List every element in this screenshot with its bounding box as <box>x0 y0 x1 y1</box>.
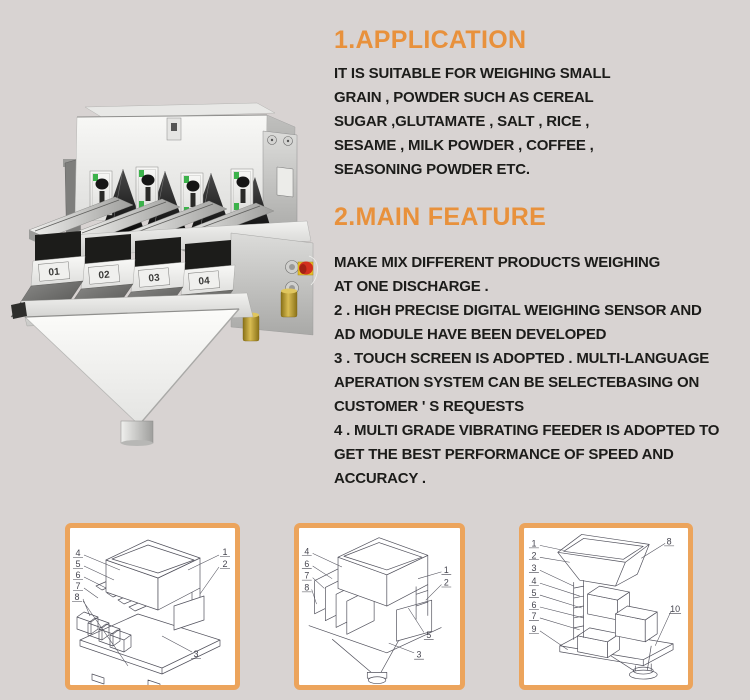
body-line: 4 . MULTI GRADE VIBRATING FEEDER IS ADOP… <box>334 422 720 439</box>
slide-gate <box>230 168 254 214</box>
body-line: 3 . TOUCH SCREEN IS ADOPTED . MULTI-LANG… <box>334 350 710 367</box>
body-line: SESAME , MILK POWDER , COFFEE , <box>334 137 594 154</box>
diagram-callout: 5 <box>75 559 80 569</box>
diagram-callout: 3 <box>417 650 422 660</box>
body-line: AD MODULE HAVE BEEN DEVELOPED <box>334 326 607 343</box>
diagram-callout: 3 <box>193 649 198 659</box>
diagram-callout: 6 <box>304 559 309 569</box>
application-paragraph: IT IS SUITABLE FOR WEIGHING SMALL GRAIN … <box>334 62 746 182</box>
hopper-label: 04 <box>198 275 210 287</box>
emergency-stop-button <box>297 255 318 286</box>
discharge-funnel <box>24 308 240 446</box>
diagram-callout: 7 <box>531 611 536 621</box>
diagram-callout: 6 <box>531 600 536 610</box>
diagram-callout: 7 <box>304 571 309 581</box>
diagram-callout: 8 <box>74 592 79 602</box>
hopper-label: 01 <box>48 266 60 278</box>
body-line: SEASONING POWDER ETC. <box>334 161 530 178</box>
body-line: MAKE MIX DIFFERENT PRODUCTS WEIGHING <box>334 254 661 271</box>
brass-feet <box>242 288 298 342</box>
slide-gate-units <box>89 166 254 218</box>
section-heading-application: 1.APPLICATION <box>334 26 527 54</box>
hopper-label: 02 <box>98 269 110 281</box>
body-line: CUSTOMER ' S REQUESTS <box>334 398 524 415</box>
main-feature-paragraph: MAKE MIX DIFFERENT PRODUCTS WEIGHING AT … <box>334 251 746 491</box>
linear-weigher-photo-illustration: 04 03 <box>10 102 318 446</box>
diagram-callout: 3 <box>531 563 536 573</box>
diagram-callout: 4 <box>531 576 536 586</box>
diagram-callout: 2 <box>222 559 227 569</box>
diagram-callout: 2 <box>444 578 449 588</box>
diagram-callout: 4 <box>75 548 80 558</box>
diagram-callout: 5 <box>426 630 431 640</box>
technical-diagram-1: 4 5 6 7 8 1 2 3 <box>65 523 240 690</box>
body-line: SUGAR ,GLUTAMATE , SALT , RICE , <box>334 113 590 130</box>
diagram-callout: 5 <box>531 588 536 598</box>
diagram-callout: 8 <box>304 582 309 592</box>
diagram-3-lineart: 1 2 3 4 5 6 7 9 8 10 <box>528 534 682 680</box>
body-line: APERATION SYSTEM CAN BE SELECTEBASING ON <box>334 374 700 391</box>
hopper-label: 03 <box>148 272 160 284</box>
diagram-callout: 2 <box>531 550 536 560</box>
diagram-callout: 7 <box>75 581 80 591</box>
diagram-1-lineart: 4 5 6 7 8 1 2 3 <box>72 539 230 685</box>
diagram-callout: 1 <box>531 538 536 548</box>
diagram-2-lineart: 4 6 7 8 1 2 5 3 <box>301 537 452 684</box>
machine-photo: 04 03 <box>5 85 335 525</box>
top-center-bracket <box>166 117 182 141</box>
body-line: GET THE BEST PERFORMANCE OF SPEED AND <box>334 446 674 463</box>
body-line: IT IS SUITABLE FOR WEIGHING SMALL <box>334 65 611 82</box>
diagram-callout: 6 <box>75 570 80 580</box>
diagram-callout: 8 <box>667 536 672 546</box>
body-line: AT ONE DISCHARGE . <box>334 278 489 295</box>
diagram-callout: 1 <box>444 565 449 575</box>
technical-diagram-2: 4 6 7 8 1 2 5 3 <box>294 523 465 690</box>
diagram-callout: 9 <box>531 624 536 634</box>
diagram-callout: 1 <box>222 547 227 557</box>
section-heading-main-feature: 2.MAIN FEATURE <box>334 203 547 231</box>
diagram-callout: 4 <box>304 546 309 556</box>
body-line: ACCURACY . <box>334 470 426 487</box>
diagram-callout: 10 <box>670 604 680 614</box>
body-line: GRAIN , POWDER SUCH AS CEREAL <box>334 89 594 106</box>
technical-diagram-3: 1 2 3 4 5 6 7 9 8 10 <box>519 523 693 690</box>
funnel-outlet <box>120 420 154 444</box>
body-line: 2 . HIGH PRECISE DIGITAL WEIGHING SENSOR… <box>334 302 702 319</box>
